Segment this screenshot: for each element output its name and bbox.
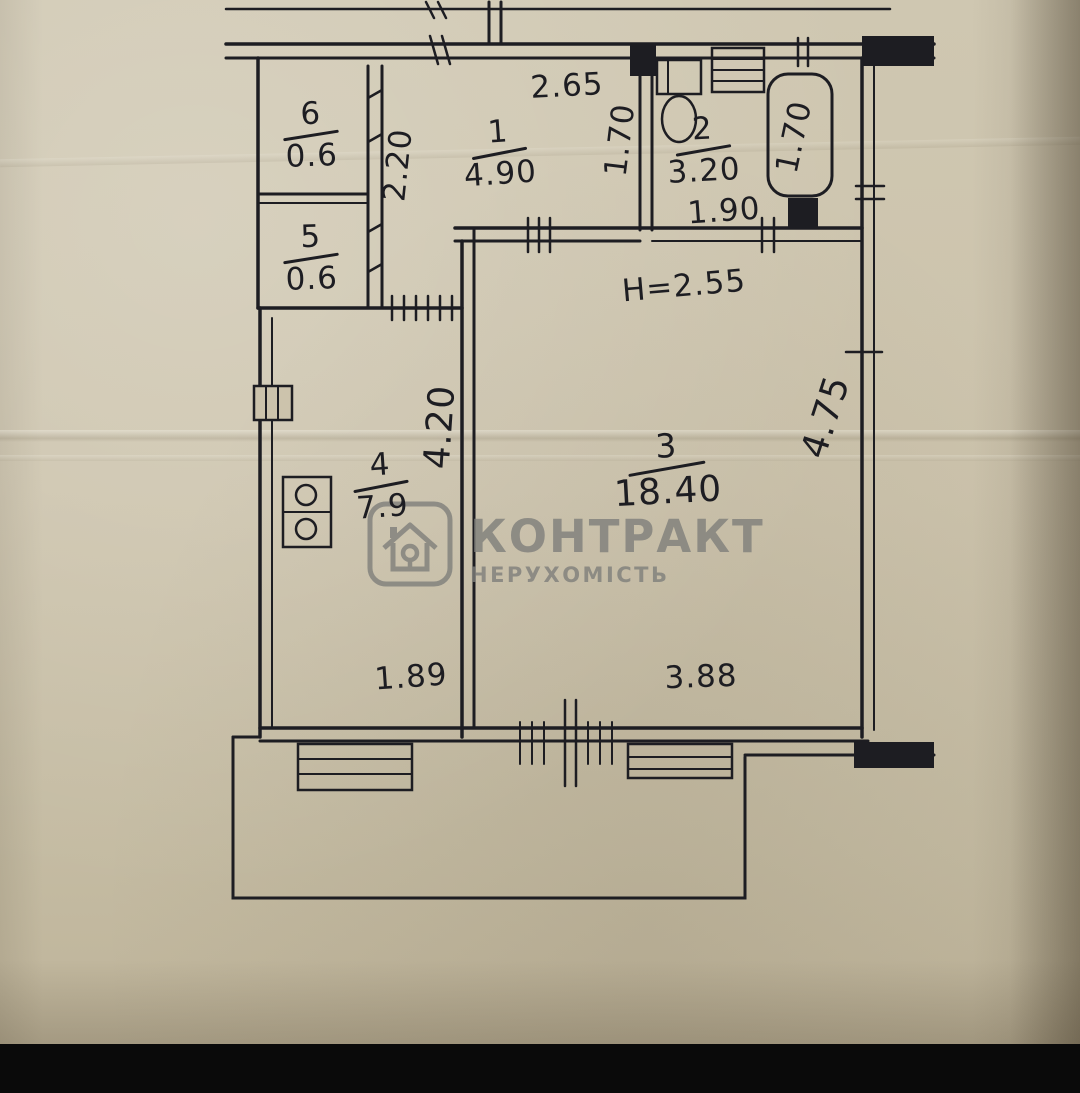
room-area: 0.6 (284, 136, 339, 175)
room-label-2: 2 3.20 (665, 110, 742, 191)
dim-balcony-left: 1.89 (373, 656, 449, 698)
room-label-5: 5 0.6 (282, 218, 341, 298)
room-area: 7.9 (355, 486, 410, 527)
room-area: 4.90 (462, 152, 539, 194)
room-label-1: 1 4.90 (460, 113, 539, 194)
bathtub-icon (766, 72, 834, 198)
room-number: 5 (299, 218, 321, 256)
room-number: 4 (368, 446, 391, 484)
bottom-letterbox-bar (0, 1044, 1080, 1093)
room-area: 3.20 (666, 150, 742, 191)
vent-grille-icon (710, 46, 766, 94)
toilet-icon (655, 58, 703, 144)
room-number: 2 (691, 110, 713, 148)
wall-block (788, 198, 818, 228)
electrical-panel-icon (252, 384, 294, 422)
wall-lines (224, 0, 936, 900)
room-label-4: 4 7.9 (350, 446, 411, 527)
room-label-6: 6 0.6 (282, 95, 341, 175)
dim-balcony-right: 3.88 (663, 657, 739, 697)
stove-icon (281, 475, 333, 549)
dim-top-width: 2.65 (529, 66, 605, 106)
dim-bath-width: 1.90 (686, 190, 762, 232)
wall-corner-block (862, 36, 934, 66)
window-icon (626, 742, 734, 780)
balcony-door-icon (519, 698, 613, 788)
room-number: 6 (299, 95, 321, 133)
room-number: 1 (486, 113, 509, 151)
room-label-3: 3 18.40 (611, 426, 723, 515)
dim-kitchen-depth: 4.20 (416, 383, 464, 471)
dim-closet-depth: 2.20 (376, 126, 420, 204)
window-icon (296, 742, 414, 792)
wall-block (630, 44, 656, 76)
balcony-outline (231, 735, 936, 900)
room-area: 0.6 (284, 259, 339, 298)
